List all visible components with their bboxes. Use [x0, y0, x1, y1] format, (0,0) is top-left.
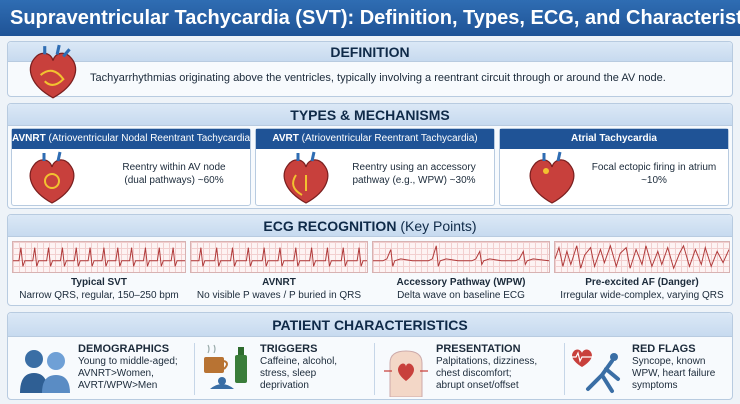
types-heading: TYPES & MECHANISMS: [8, 104, 732, 126]
type-desc-line: pathway (e.g., WPW) ~30%: [352, 175, 476, 186]
ecg-label: Pre-excited AF (Danger): [585, 277, 699, 288]
ecg-strip-preexcited-af: [554, 241, 730, 273]
demographics-text: Young to middle-aged; AVNRT>Women, AVRT/…: [78, 356, 178, 392]
ecg-strip-wpw: [372, 241, 550, 273]
ecg-sub: Narrow QRS, regular, 150–250 bpm: [19, 290, 179, 301]
ecg-trace: [13, 247, 185, 267]
type-abbr: AVNRT: [12, 133, 46, 144]
triggers-text: Caffeine, alcohol, stress, sleep depriva…: [260, 356, 337, 392]
ecg-heading: ECG RECOGNITION (Key Points): [8, 215, 732, 237]
torso-heart-icon: [384, 350, 428, 397]
divider: [374, 343, 375, 395]
pat-line: symptoms: [632, 380, 678, 391]
type-card-header: AVRT (Atrioventricular Reentrant Tachyca…: [256, 129, 494, 149]
presentation-text: Palpitations, dizziness, chest discomfor…: [436, 356, 537, 392]
ecg-trace: [373, 245, 549, 267]
pat-line: abrupt onset/offset: [436, 380, 519, 391]
type-full-name: (Atrioventricular Nodal Reentrant Tachyc…: [48, 133, 250, 144]
demographics-column: DEMOGRAPHICS Young to middle-aged; AVNRT…: [78, 341, 188, 399]
ecg-label: AVNRT: [262, 277, 296, 288]
pat-line: chest discomfort;: [436, 368, 512, 379]
pat-line: WPW, heart failure: [632, 368, 716, 379]
ecg-heading-bold: ECG RECOGNITION: [263, 218, 397, 234]
type-card-header: Atrial Tachycardia: [500, 129, 728, 149]
pat-line: deprivation: [260, 380, 309, 391]
divider: [194, 343, 195, 395]
type-abbr: AVRT: [272, 133, 299, 144]
presentation-title: PRESENTATION: [436, 343, 521, 355]
type-desc-line: Focal ectopic firing in atrium: [591, 162, 717, 173]
type-description: Reentry within AV node (dual pathways) ~…: [104, 161, 244, 187]
pat-line: Caffeine, alcohol,: [260, 356, 338, 367]
type-full-name: (Atrioventricular Reentrant Tachycardia): [301, 133, 478, 144]
type-abbr: Atrial Tachycardia: [571, 133, 657, 144]
ecg-label: Accessory Pathway (WPW): [396, 277, 526, 288]
type-card-atrial-tachycardia: Atrial Tachycardia Focal ectopic firing …: [499, 128, 729, 206]
patient-heading: PATIENT CHARACTERISTICS: [8, 313, 732, 337]
type-desc-line: (dual pathways) ~60%: [124, 175, 224, 186]
ecg-label: Typical SVT: [71, 277, 127, 288]
definition-heading: DEFINITION: [8, 42, 732, 62]
type-desc-line: Reentry using an accessory: [352, 162, 476, 173]
page-title: Supraventricular Tachycardia (SVT): Defi…: [0, 0, 740, 36]
divider: [564, 343, 565, 395]
red-flags-title: RED FLAGS: [632, 343, 696, 355]
definition-panel: DEFINITION Tachyarrhythmias originating …: [7, 41, 733, 99]
heart-icon: [529, 151, 575, 204]
patient-panel: PATIENT CHARACTERISTICS DEMOGRAPHICS You…: [7, 312, 733, 400]
pat-line: AVNRT>Women,: [78, 368, 154, 379]
pat-line: Palpitations, dizziness,: [436, 356, 538, 367]
demographics-title: DEMOGRAPHICS: [78, 343, 170, 355]
type-description: Focal ectopic firing in atrium ~10%: [582, 161, 726, 187]
types-panel: TYPES & MECHANISMS AVNRT (Atrioventricul…: [7, 103, 733, 209]
type-desc-line: ~10%: [641, 175, 667, 186]
red-flags-text: Syncope, known WPW, heart failure sympto…: [632, 356, 715, 392]
triggers-title: TRIGGERS: [260, 343, 318, 355]
triggers-icon: [204, 344, 247, 389]
ecg-sub: Delta wave on baseline ECG: [397, 290, 525, 301]
type-card-header: AVNRT (Atrioventricular Nodal Reentrant …: [12, 129, 250, 149]
ecg-trace: [191, 247, 367, 267]
presentation-column: PRESENTATION Palpitations, dizziness, ch…: [436, 341, 560, 399]
type-desc-line: Reentry within AV node: [122, 162, 226, 173]
pat-line: Young to middle-aged;: [78, 356, 178, 367]
red-flags-column: RED FLAGS Syncope, known WPW, heart fail…: [632, 341, 732, 399]
heart-icon: [30, 44, 76, 99]
pat-line: Syncope, known: [632, 356, 706, 367]
ecg-sub: No visible P waves / P buried in QRS: [196, 290, 362, 301]
heart-icon: [29, 151, 75, 204]
definition-text: Tachyarrhythmias originating above the v…: [90, 72, 666, 84]
people-icon: [20, 350, 70, 393]
ecg-strip-typical-svt: [12, 241, 186, 273]
ecg-sub: Irregular wide-complex, varying QRS: [560, 290, 724, 301]
ecg-strip-avnrt: [190, 241, 368, 273]
heart-icon: [283, 151, 329, 204]
triggers-column: TRIGGERS Caffeine, alcohol, stress, slee…: [260, 341, 372, 399]
type-description: Reentry using an accessory pathway (e.g.…: [344, 161, 484, 187]
pat-line: AVRT/WPW>Men: [78, 380, 158, 391]
type-card-avnrt: AVNRT (Atrioventricular Nodal Reentrant …: [11, 128, 251, 206]
red-flag-icon: [570, 349, 620, 393]
ecg-panel: ECG RECOGNITION (Key Points) Typical SVT…: [7, 214, 733, 306]
ecg-heading-light: (Key Points): [400, 218, 477, 234]
pat-line: stress, sleep: [260, 368, 317, 379]
type-card-avrt: AVRT (Atrioventricular Reentrant Tachyca…: [255, 128, 495, 206]
ecg-trace: [555, 244, 729, 270]
